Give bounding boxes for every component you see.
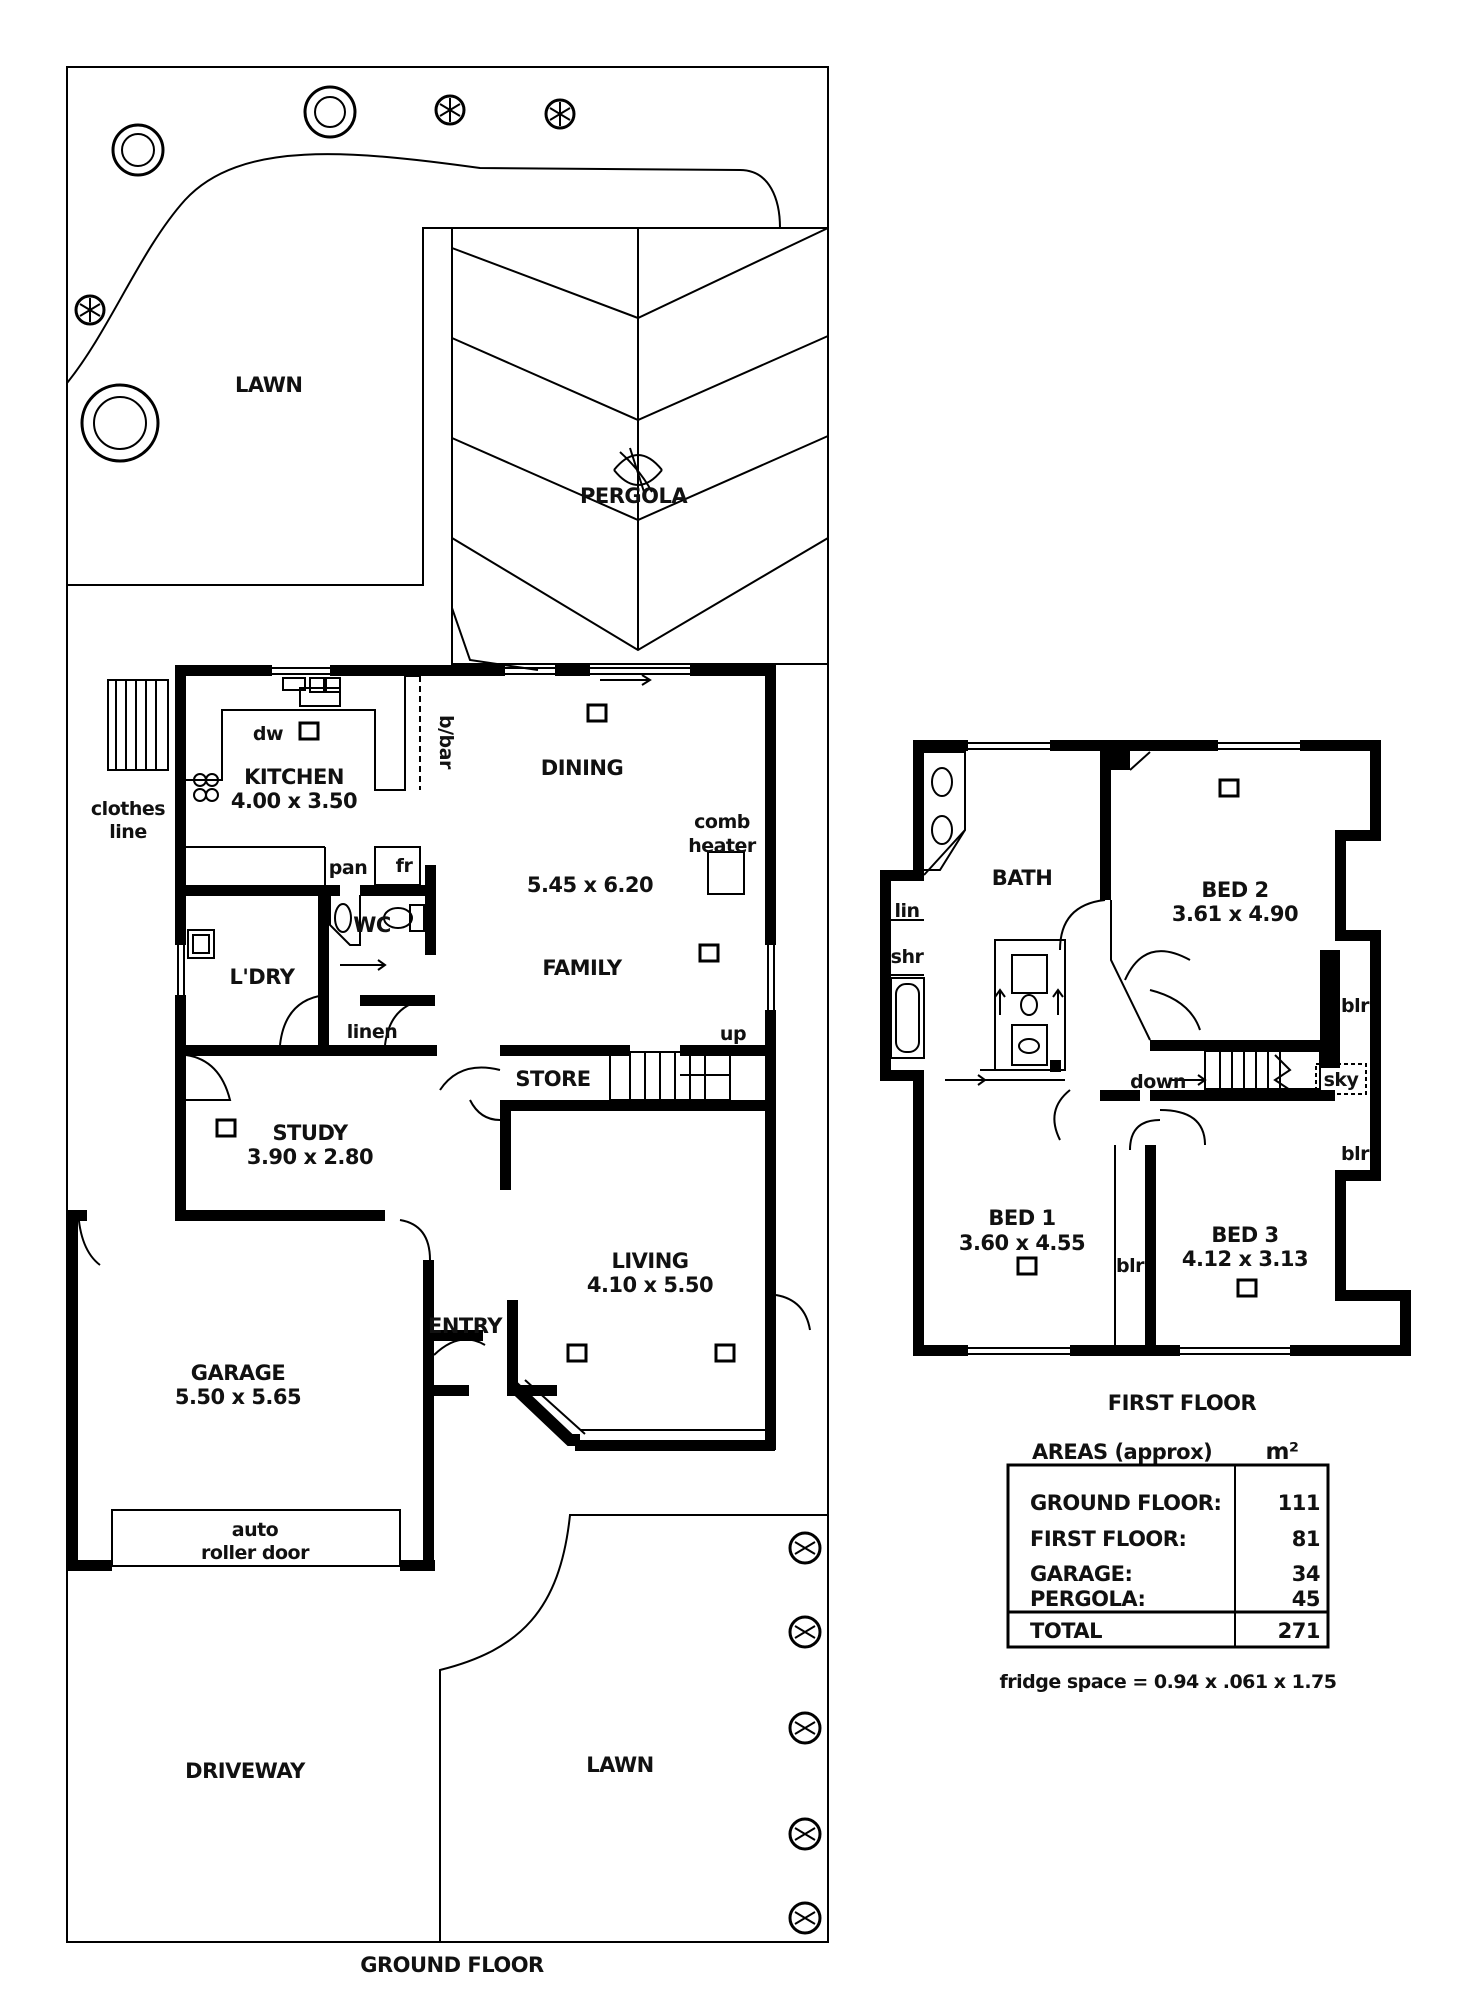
first-floor-stairs [1204,1050,1321,1091]
first-floor-doors [1053,899,1206,1151]
area-row-label: GARAGE: [1030,1562,1132,1586]
kitchen-dims: 4.00 x 3.50 [231,789,357,813]
laundry-name: L'DRY [230,965,296,989]
driveway-label: DRIVEWAY [185,1759,306,1783]
bed1-name: BED 1 [988,1206,1055,1230]
first-floor-title: FIRST FLOOR [1108,1391,1257,1415]
heater-label: heater [688,835,757,857]
comb-label: comb [694,811,750,833]
family-dims: 5.45 x 6.20 [527,873,653,897]
garage-name: GARAGE [191,1361,286,1385]
areas-heading: AREAS (approx) [1032,1440,1212,1464]
roller-door-label: roller door [201,1542,310,1564]
ground-floor-title: GROUND FLOOR [360,1953,544,1977]
study-name: STUDY [272,1121,348,1145]
blr-upper-label: blr [1341,995,1370,1017]
up-label: up [720,1023,746,1045]
first-floor-windows [968,742,1300,1355]
bbar-label: b/bar [435,715,457,770]
down-label: down [1130,1071,1186,1093]
rear-lawn-label: LAWN [235,373,302,397]
area-row-label: PERGOLA: [1030,1587,1145,1611]
wc-label: WC [353,913,391,937]
study-dims: 3.90 x 2.80 [247,1145,373,1169]
heater-icon [707,851,745,895]
toilet-icon [383,904,425,932]
bed2-name: BED 2 [1201,878,1268,902]
blr-lower-label: blr [1341,1143,1370,1165]
auto-label: auto [232,1519,279,1541]
area-row-value: 81 [1292,1527,1320,1551]
living-dims: 4.10 x 5.50 [587,1273,713,1297]
tree-icon [303,85,357,139]
door-arrows [340,674,652,971]
linen-label: linen [347,1021,397,1043]
shrub-icon [74,294,106,326]
sky-label: sky [1324,1069,1360,1091]
ground-floor-walls [67,665,776,1571]
windows [177,667,775,1200]
pergola-label: PERGOLA [580,484,688,508]
area-row-label: FIRST FLOOR: [1030,1527,1186,1551]
clothes-label: clothes [91,798,165,820]
areas-table [1006,1463,1330,1649]
ceiling-vents [215,703,736,1363]
family-name: FAMILY [542,956,623,980]
dw-label: dw [253,723,283,745]
front-lawn-label: LAWN [586,1753,653,1777]
living-name: LIVING [611,1249,688,1273]
pergola [451,227,829,671]
garage-dims: 5.50 x 5.65 [175,1385,301,1409]
shr-label: shr [891,946,925,968]
first-floor-walls [880,740,1411,1356]
kitchen-benches [186,675,421,886]
lawn-edge [66,153,781,384]
area-row-value: 111 [1278,1491,1320,1515]
sink-icon [282,677,341,693]
kitchen-name: KITCHEN [244,765,344,789]
shrub-column [788,1531,822,1935]
blr-mid-label: blr [1116,1255,1145,1277]
tree-icon [111,123,165,177]
front-lawn-edge [439,1514,828,1942]
bed1-dims: 3.60 x 4.55 [959,1231,1085,1255]
rear-lawn-edge [67,227,455,586]
skylight-box [1315,1063,1367,1095]
store-label: STORE [515,1067,590,1091]
clothes-line-icon [107,679,169,771]
area-total-value: 271 [1278,1619,1320,1643]
doors [77,994,811,1356]
lin-label: lin [894,900,919,922]
line-label: line [109,821,146,843]
site-boundary [66,66,829,1943]
bed2-dims: 3.61 x 4.90 [1172,902,1298,926]
bath-label: BATH [992,866,1053,890]
first-floor-internal [980,751,1151,1345]
fr-label: fr [396,855,414,877]
area-row-value: 34 [1292,1562,1320,1586]
bay-window [507,1380,580,1446]
area-row-value: 45 [1292,1587,1320,1611]
first-floor-vents [1016,778,1258,1298]
pan-label: pan [329,857,367,879]
roller-door[interactable] [111,1509,401,1567]
wc-basin [329,895,361,946]
fridge-note: fridge space = 0.94 x .061 x 1.75 [1000,1671,1337,1693]
area-row-label: GROUND FLOOR: [1030,1491,1221,1515]
entry-label: ENTRY [428,1314,503,1338]
ground-stairs [609,1051,731,1101]
areas-unit: m² [1265,1439,1298,1465]
tree-icon [80,383,160,463]
bed3-name: BED 3 [1211,1223,1278,1247]
area-total-label: TOTAL [1030,1619,1102,1643]
first-floor-arrows [945,988,1207,1086]
bath-diag-wall [923,752,966,876]
laundry-tub-icon [187,929,215,959]
dining-name: DINING [541,756,623,780]
shrub-icon [434,94,466,126]
shrub-icon [544,98,576,130]
bed3-dims: 4.12 x 3.13 [1182,1247,1308,1271]
